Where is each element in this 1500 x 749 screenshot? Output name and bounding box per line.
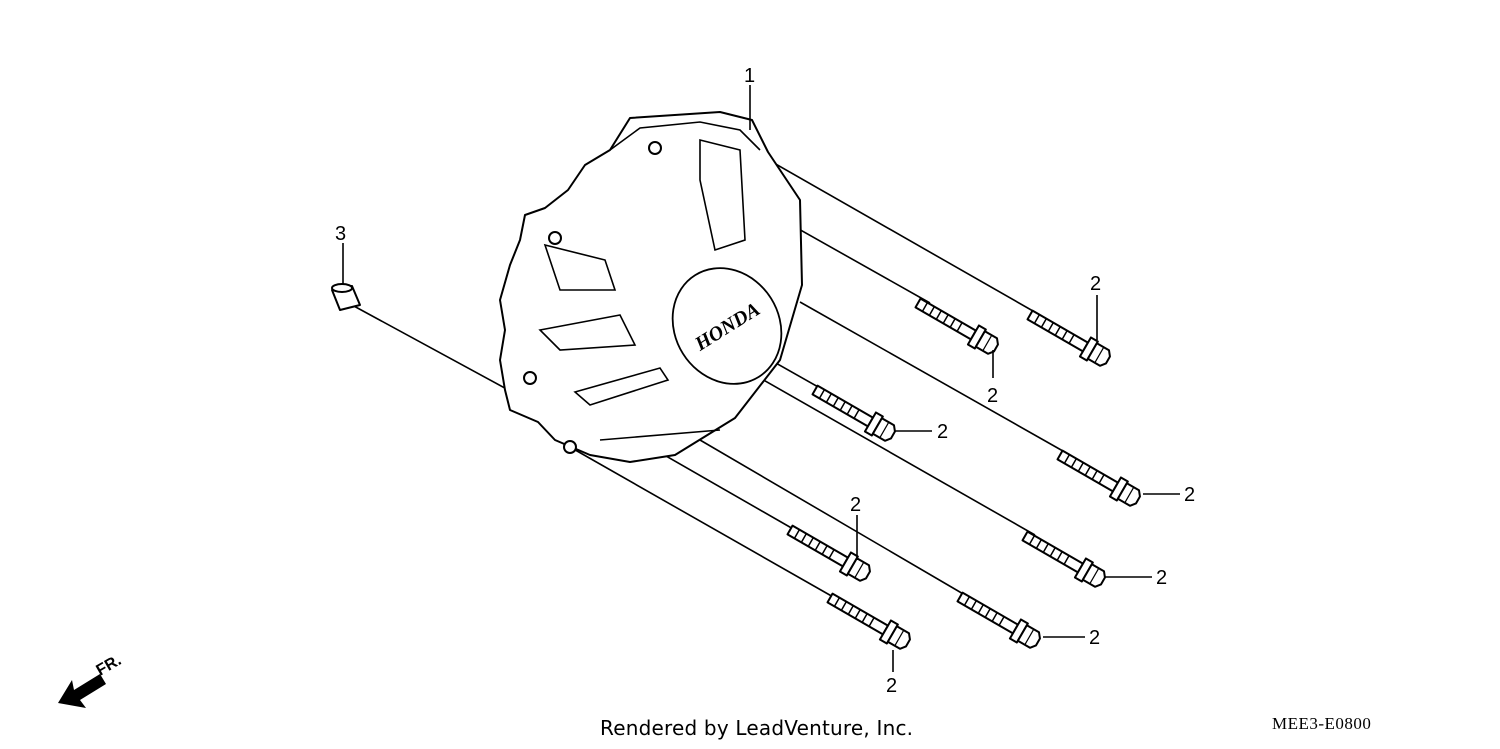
bolt-4 [1053,444,1145,511]
callout-3: 3 [335,223,346,245]
bolt-2 [1023,304,1115,371]
callout-2-d: 2 [1184,484,1195,506]
callout-labels: 1 3 2 2 2 2 2 2 2 2 [335,65,1195,697]
diagram-code: MEE3-E0800 [1272,714,1372,733]
callout-2-h: 2 [886,675,897,697]
bolt-8 [823,587,915,654]
callout-2-c: 2 [937,421,948,443]
callout-1: 1 [744,65,755,87]
callout-2-f: 2 [1156,567,1167,589]
callout-2-g: 2 [1089,627,1100,649]
bolt-5 [1018,525,1110,592]
bolt-6 [783,519,875,586]
render-credit: Rendered by LeadVenture, Inc. [600,716,914,740]
callout-ticks [342,85,1180,672]
flange-bolts [783,292,1145,654]
generator-cover: HONDA [499,111,803,463]
front-direction-arrow: FR. [58,652,124,708]
bolt-1 [911,292,1003,359]
callout-2-a: 2 [1090,273,1101,295]
callout-2-b: 2 [987,385,998,407]
bolt-3 [808,379,900,446]
callout-2-e: 2 [850,494,861,516]
bolt-7 [953,586,1045,653]
dowel-collar [331,283,361,311]
